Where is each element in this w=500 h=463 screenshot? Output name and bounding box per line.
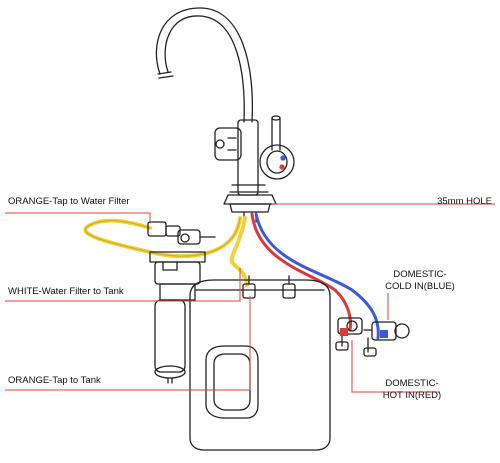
leader-orange-tap-tank (5, 296, 251, 391)
blue-cold-pipe (254, 212, 380, 340)
filter-connector (147, 221, 216, 245)
red-hot-pipe (250, 212, 352, 332)
leader-domestic-hot (351, 340, 440, 393)
orange-pipe-tap-filter (83, 216, 242, 259)
mounting-plate (223, 194, 277, 223)
leader-orange-tap-filter (5, 212, 151, 222)
faucet-spout (155, 7, 254, 123)
label-domestic-hot-line2: HOT IN(RED) (382, 390, 442, 401)
label-domestic-cold-line1: DOMESTIC- (393, 269, 447, 280)
label-white-filter-to-tank: WHITE-Water Filter to Tank (8, 286, 124, 297)
orange-pipe-tap-tank (229, 216, 249, 287)
hot-angle-valve (335, 317, 363, 351)
label-domestic-cold-line2: COLD IN(BLUE) (385, 281, 455, 292)
label-domestic-hot-line1: DOMESTIC- (385, 378, 439, 389)
label-orange-tap-to-filter: ORANGE-Tap to Water Filter (8, 196, 130, 207)
label-35mm-hole: 35mm HOLE (437, 196, 492, 207)
water-filter (149, 251, 206, 384)
faucet-body (214, 115, 295, 196)
leader-white-filter-tank (5, 268, 241, 302)
boiler-tank (189, 275, 331, 451)
cold-angle-valve (363, 321, 410, 357)
label-orange-tap-to-tank: ORANGE-Tap to Tank (8, 375, 101, 386)
